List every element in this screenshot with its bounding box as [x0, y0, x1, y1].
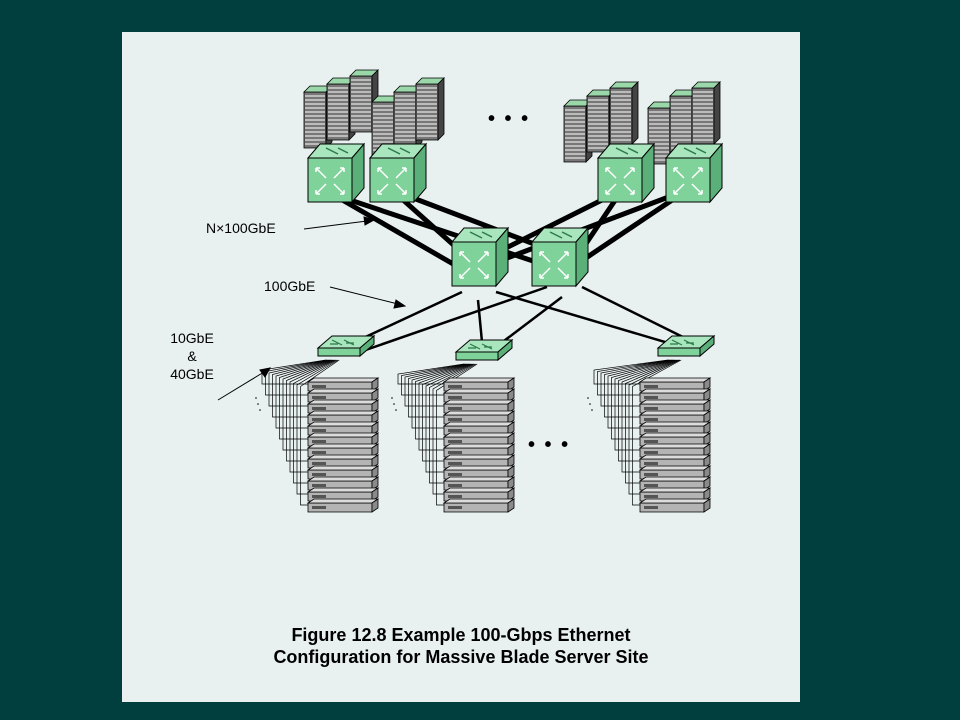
blade-server [443, 498, 515, 513]
continuation-dot [587, 397, 589, 399]
core-switch-2 [531, 227, 589, 287]
100gbe-links [343, 285, 698, 356]
edge-switch-1 [317, 335, 375, 357]
label-10gbe: 10GbE [170, 330, 214, 346]
core-switch-1 [451, 227, 509, 287]
figure-caption: Figure 12.8 Example 100-Gbps Ethernet Co… [122, 624, 800, 668]
blade-server-stacks [255, 359, 711, 513]
label-arrows [217, 216, 407, 401]
top-switch-3 [597, 143, 655, 203]
label-nx100gbe: N×100GbE [206, 220, 276, 236]
caption-line-1: Figure 12.8 Example 100-Gbps Ethernet [291, 625, 631, 645]
ellipsis-bottom: • • • [528, 434, 571, 456]
edge-switch-3 [657, 335, 715, 357]
ellipsis-top: • • • [488, 108, 531, 130]
continuation-dot [391, 397, 393, 399]
continuation-dot [259, 409, 261, 411]
continuation-dot [393, 403, 395, 405]
fanout-wires [593, 359, 682, 506]
caption-line-2: Configuration for Massive Blade Server S… [273, 647, 649, 667]
top-switch-1 [307, 143, 365, 203]
top-switch-4 [665, 143, 723, 203]
edge-switch-2 [455, 339, 513, 361]
continuation-dot [395, 409, 397, 411]
network-diagram [217, 69, 723, 513]
continuation-dot [591, 409, 593, 411]
continuation-dot [257, 403, 259, 405]
label-100gbe: 100GbE [264, 278, 316, 294]
fanout-wires [261, 359, 340, 506]
blade-server [307, 498, 379, 513]
label-ampersand: & [187, 348, 197, 364]
continuation-dot [589, 403, 591, 405]
blade-server [639, 498, 711, 513]
top-switch-2 [369, 143, 427, 203]
continuation-dot [255, 397, 257, 399]
label-40gbe: 40GbE [170, 366, 214, 382]
figure-panel: N×100GbE 100GbE 10GbE & 40GbE • • • • • … [122, 32, 800, 702]
fanout-wires [397, 363, 478, 506]
